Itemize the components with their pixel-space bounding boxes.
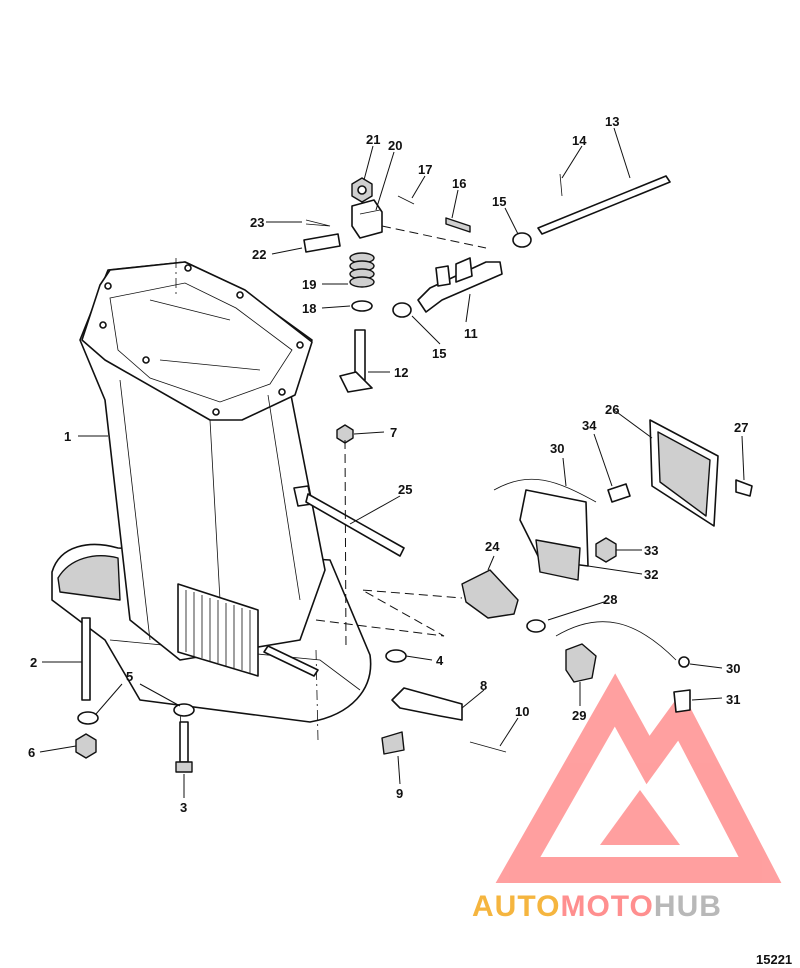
part-30-strap-bottom: [555, 621, 677, 661]
callout-21: 21: [366, 132, 380, 147]
part-2-stud: [81, 617, 91, 701]
watermark-logo: [495, 673, 782, 883]
callout-33: 33: [644, 543, 658, 558]
callout-31: 31: [726, 692, 740, 707]
callout-10: 10: [515, 704, 529, 719]
watermark-hub: HUB: [654, 890, 722, 923]
part-12-shift-shaft: [339, 329, 373, 393]
callout-28: 28: [603, 592, 617, 607]
callout-5: 5: [126, 669, 133, 684]
callout-16: 16: [452, 176, 466, 191]
callout-17: 17: [418, 162, 432, 177]
water-screen: [177, 583, 259, 677]
callout-3: 3: [180, 800, 187, 815]
callout-13: 13: [605, 114, 619, 129]
callout-27: 27: [734, 420, 748, 435]
figure-number: 15221: [756, 952, 792, 967]
callout-12: 12: [394, 365, 408, 380]
part-7-nut: [336, 424, 354, 444]
part-21-nut: [351, 177, 373, 203]
part-34-screw: [607, 483, 631, 503]
watermark-moto: MOTO: [560, 890, 653, 923]
callout-labels: 1 2 3 4 5 6 7 8 9 10 11 12 13 14 15 15 1…: [28, 114, 748, 815]
callout-4: 4: [436, 653, 444, 668]
callout-15b: 15: [432, 346, 446, 361]
callout-1: 1: [64, 429, 71, 444]
part-32-bracket: [519, 489, 589, 581]
part-19-spring: [349, 252, 375, 288]
part-3-bolt: [179, 721, 189, 763]
part-4-plug: [385, 649, 407, 663]
callout-30: 30: [550, 441, 564, 456]
part-30-strap-top: [493, 478, 597, 503]
part-33-nut: [595, 537, 617, 563]
part-8-hose: [391, 687, 463, 721]
callout-24: 24: [485, 539, 500, 554]
callout-30b: 30: [726, 661, 740, 676]
watermark-text: AUTOMOTOHUB: [472, 890, 722, 923]
part-24-mount: [461, 569, 519, 619]
part-30-strap-eye: [678, 656, 690, 668]
callout-18: 18: [302, 301, 316, 316]
callout-9: 9: [396, 786, 403, 801]
part-28-washer: [526, 619, 546, 633]
callout-23: 23: [250, 215, 264, 230]
callout-26: 26: [605, 402, 619, 417]
callout-25: 25: [398, 482, 412, 497]
part-5-washer-right: [173, 703, 195, 717]
part-11-shift-lever: [417, 257, 503, 313]
part-6-nut: [75, 733, 97, 759]
callout-20: 20: [388, 138, 402, 153]
watermark-triangle: [495, 673, 782, 883]
callout-34: 34: [582, 418, 597, 433]
callout-22: 22: [252, 247, 266, 262]
part-16-spring: [445, 217, 471, 233]
callout-7: 7: [390, 425, 397, 440]
part-13-shaft: [537, 175, 671, 235]
part-22-pin: [303, 233, 341, 253]
part-20-shift-block: [351, 199, 383, 239]
callout-15: 15: [492, 194, 506, 209]
part-25-bolt: [293, 485, 405, 557]
part-23-cotter: [305, 219, 331, 227]
callout-29: 29: [572, 708, 586, 723]
part-29-cap: [565, 643, 597, 683]
part-17-pin: [397, 195, 415, 205]
part-15-bushing-bottom: [392, 302, 412, 318]
driveshaft-housing: [51, 258, 372, 741]
watermark-auto: AUTO: [472, 890, 560, 923]
callout-19: 19: [302, 277, 316, 292]
callout-11: 11: [464, 326, 478, 341]
part-18-washer: [351, 300, 373, 312]
part-10-screen: [469, 741, 507, 753]
part-31-screw: [673, 689, 691, 713]
part-15-bushing-top: [512, 232, 532, 248]
part-27-screw: [735, 479, 753, 497]
part-9-fitting: [381, 731, 405, 755]
callout-32: 32: [644, 567, 658, 582]
part-26-cover: [649, 419, 719, 527]
callout-14: 14: [572, 133, 587, 148]
watermark-inner: [600, 790, 680, 845]
part-5-washer-left: [77, 711, 99, 725]
part-14-pin: [559, 173, 563, 197]
callout-8: 8: [480, 678, 487, 693]
callout-2: 2: [30, 655, 37, 670]
callout-6: 6: [28, 745, 35, 760]
